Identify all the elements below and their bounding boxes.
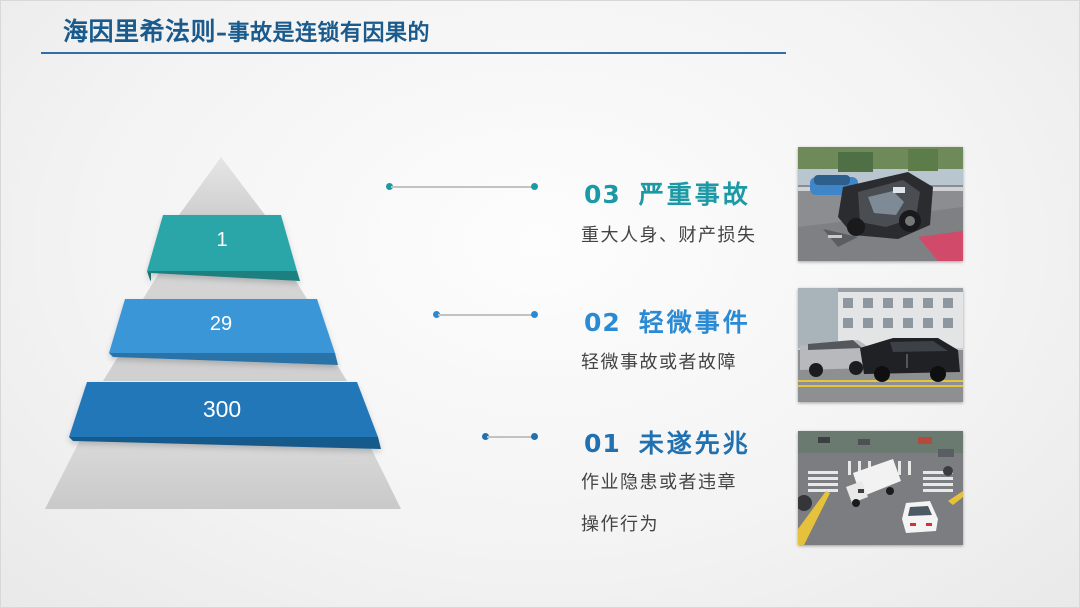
connector-line — [391, 186, 533, 188]
title-main: 海因里希法则 — [63, 17, 217, 46]
tier-2 — [109, 299, 338, 365]
tier-2-value: 29 — [209, 313, 233, 335]
intersection-near-miss-photo — [798, 431, 963, 545]
tier-3 — [69, 382, 381, 449]
page-title: 海因里希法则–事故是连锁有因果的 — [63, 15, 430, 51]
connector-line — [438, 314, 533, 316]
connector-dot-end — [531, 183, 538, 190]
level-title: 轻微事件 — [638, 308, 751, 337]
tier-1-value: 1 — [216, 229, 228, 251]
connector-dot-start — [433, 311, 440, 318]
level-title: 严重事故 — [638, 180, 751, 209]
level-number: 03 — [584, 180, 621, 209]
title-dash: – — [216, 21, 228, 46]
pyramid-graphic — [45, 157, 401, 509]
title-sub: 事故是连锁有因果的 — [227, 21, 431, 46]
pyramid-apex — [179, 157, 265, 215]
connector-dot-end — [531, 311, 538, 318]
tier-1 — [147, 215, 300, 281]
level-03-heading: 03 严重事故 — [584, 175, 751, 211]
connector-line — [487, 436, 533, 438]
level-01-heading: 01 未遂先兆 — [584, 424, 751, 460]
car-crash-photo — [798, 147, 963, 261]
tier-3-value: 300 — [202, 396, 242, 422]
connector-dot-start — [482, 433, 489, 440]
level-number: 01 — [584, 429, 621, 458]
level-number: 02 — [584, 308, 621, 337]
level-01-description-line-1: 作业隐患或者违章 — [581, 472, 737, 493]
level-03-description: 重大人身、财产损失 — [581, 225, 757, 246]
title-underline — [41, 52, 786, 54]
pyramid-gap-1 — [143, 273, 307, 299]
level-02-description: 轻微事故或者故障 — [581, 352, 737, 373]
connector-dot-end — [531, 433, 538, 440]
level-01-description-line-2: 操作行为 — [581, 514, 659, 535]
minor-collision-photo — [798, 288, 963, 402]
connector-dot-start — [386, 183, 393, 190]
level-02-heading: 02 轻微事件 — [584, 303, 751, 339]
pyramid-base — [45, 438, 401, 509]
level-title: 未遂先兆 — [638, 429, 751, 458]
